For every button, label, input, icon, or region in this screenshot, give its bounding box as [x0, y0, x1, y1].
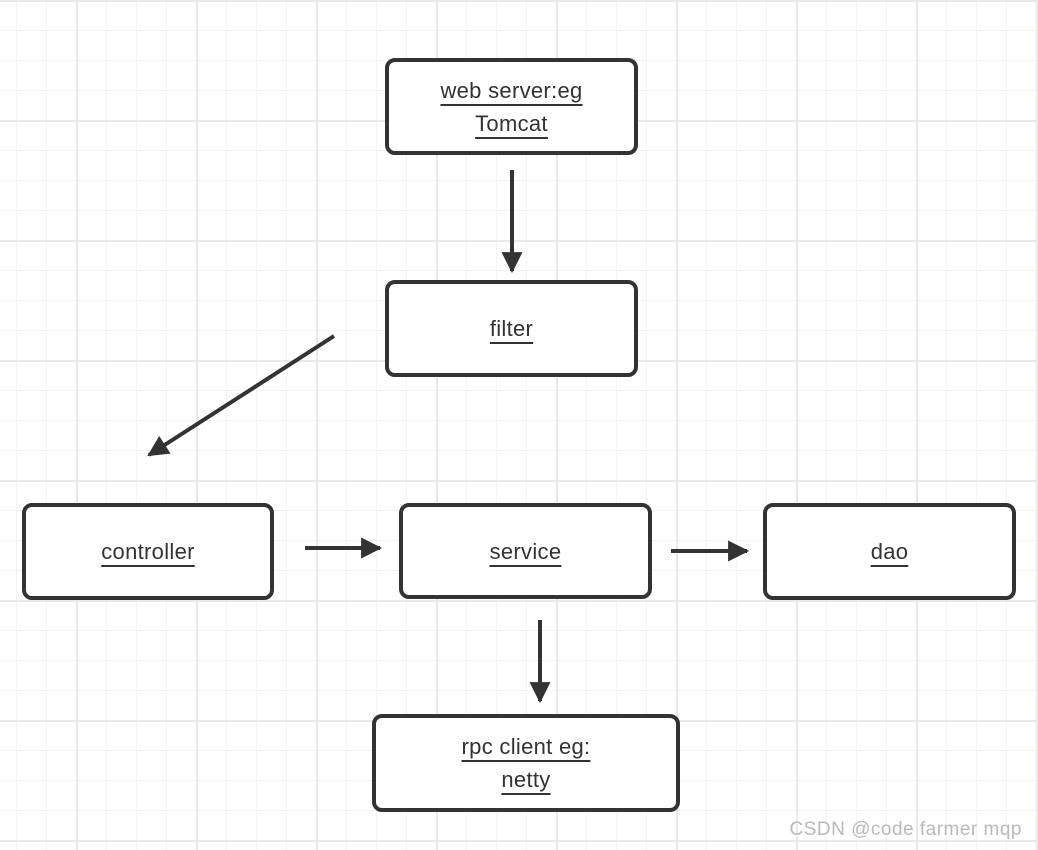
node-controller-label: controller: [101, 539, 195, 564]
node-filter: filter: [385, 280, 638, 377]
watermark-text: CSDN @code farmer mqp: [789, 819, 1022, 840]
node-service-label: service: [489, 538, 562, 564]
node-web-server: web server:eg Tomcat: [385, 58, 638, 155]
node-dao-label: dao: [870, 539, 909, 564]
node-controller: controller: [22, 503, 274, 600]
node-service: service: [399, 503, 652, 599]
node-rpc-client-label: rpc client eg: netty: [461, 734, 591, 792]
node-web-server-label: web server:eg Tomcat: [440, 77, 583, 136]
arrow-filter-to-controller: [147, 334, 336, 457]
node-filter-label: filter: [489, 316, 534, 341]
node-rpc-client: rpc client eg: netty: [372, 714, 680, 812]
node-dao: dao: [763, 503, 1016, 600]
